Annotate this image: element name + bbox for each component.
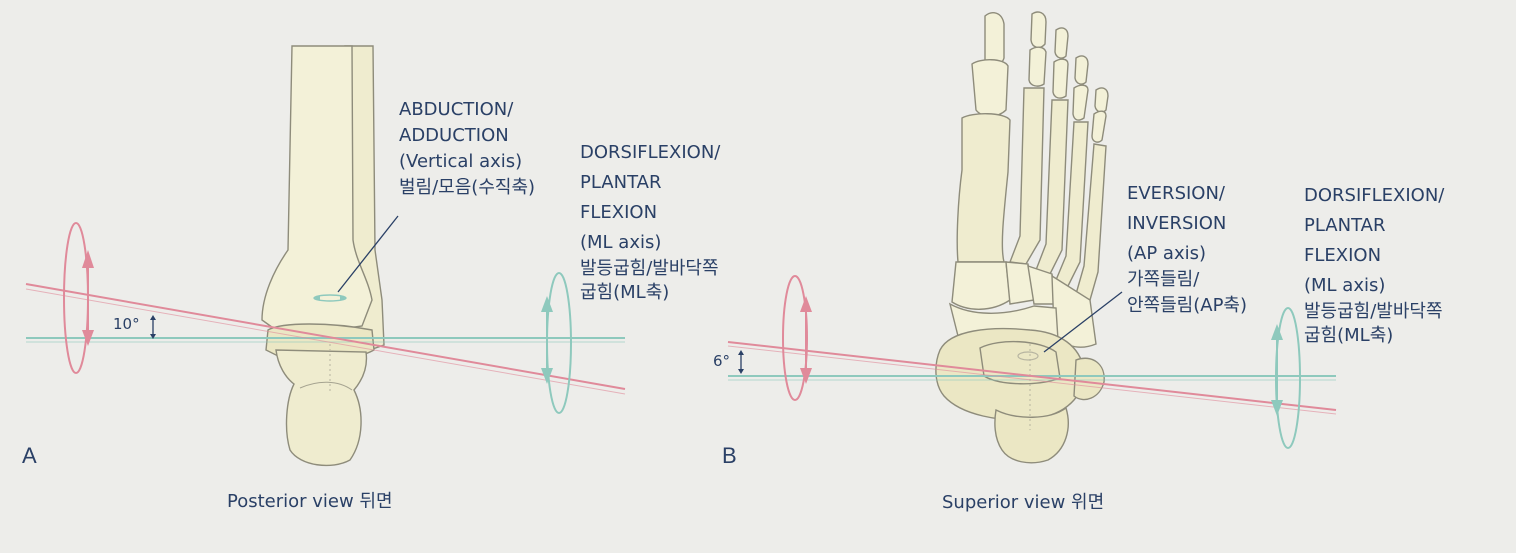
calcaneus-bone — [275, 349, 368, 467]
label-line: PLANTAR — [1304, 215, 1386, 236]
label-ml-axis-b: DORSIFLEXION/ PLANTAR FLEXION (ML axis) … — [1304, 186, 1444, 346]
label-line: DORSIFLEXION/ — [580, 142, 721, 163]
angle-label-a: 10° — [113, 315, 140, 333]
label-line: (Vertical axis) — [399, 151, 523, 172]
label-vertical-axis-a: ABDUCTION/ ADDUCTION (Vertical axis) 벌림/… — [399, 100, 535, 198]
red-arrow-down-b — [800, 368, 812, 384]
label-line: 굽힘(ML축) — [580, 282, 670, 303]
label-line: 가쪽들림/ — [1127, 269, 1200, 290]
hindfoot-bones — [935, 327, 1105, 464]
panel-a-anatomy — [261, 45, 385, 467]
red-arrow-up-a — [82, 250, 94, 268]
panel-letter-b: B — [722, 443, 737, 468]
label-line: (ML axis) — [1304, 275, 1386, 296]
green-rotation-loop-b — [1275, 307, 1301, 449]
green-arrow-down-b — [1271, 400, 1283, 416]
tilted-axis-line-a — [25, 283, 626, 390]
leader-line-b — [1043, 291, 1123, 353]
label-line: ADDUCTION — [399, 125, 509, 146]
label-line: PLANTAR — [580, 172, 662, 193]
panel-b-anatomy — [935, 11, 1109, 464]
label-line: FLEXION — [1304, 245, 1382, 266]
panel-b-axes — [727, 275, 1337, 449]
green-arrow-up-a — [541, 296, 553, 312]
angle-label-b: 6° — [713, 352, 731, 370]
red-arrow-down-a — [82, 330, 94, 346]
caption-a: Posterior view 뒤면 — [227, 491, 393, 512]
label-line: 발등굽힘/발바닥쪽 — [1304, 301, 1443, 322]
label-line: 벌림/모음(수직축) — [399, 177, 536, 198]
lateral-malleolus-b — [1073, 357, 1105, 401]
metatarsal-bones — [956, 87, 1107, 301]
label-line: ABDUCTION/ — [399, 99, 514, 120]
label-ap-axis-b: EVERSION/ INVERSION (AP axis) 가쪽들림/ 안쪽들림… — [1127, 184, 1247, 316]
calcaneus-b — [994, 406, 1069, 464]
green-arrow-down-a — [541, 368, 553, 384]
label-line: EVERSION/ — [1127, 183, 1225, 204]
leader-line-a — [337, 215, 399, 293]
label-line: 안쪽들림(AP축) — [1127, 295, 1248, 316]
tilted-axis-line-b — [727, 341, 1337, 411]
green-rotation-loop-a — [546, 272, 572, 414]
label-line: FLEXION — [580, 202, 658, 223]
panel-a-axes — [25, 215, 626, 414]
calcaneus-ridge — [299, 381, 353, 391]
label-line: 발등굽힘/발바닥쪽 — [580, 258, 719, 279]
ap-axis-indicator-b — [1017, 351, 1039, 361]
red-arrow-up-b — [800, 296, 812, 312]
label-line: (ML axis) — [580, 232, 662, 253]
label-line: (AP axis) — [1127, 243, 1206, 264]
label-line: INVERSION — [1127, 213, 1227, 234]
label-line: 굽힘(ML축) — [1304, 325, 1394, 346]
panel-letter-a: A — [22, 443, 37, 468]
toe-bones — [971, 11, 1109, 143]
label-ml-axis-a: DORSIFLEXION/ PLANTAR FLEXION (ML axis) … — [580, 143, 720, 303]
caption-b: Superior view 위면 — [942, 492, 1105, 513]
green-arrow-up-b — [1271, 324, 1283, 340]
red-rotation-loop-b — [782, 275, 808, 401]
label-line: DORSIFLEXION/ — [1304, 185, 1445, 206]
